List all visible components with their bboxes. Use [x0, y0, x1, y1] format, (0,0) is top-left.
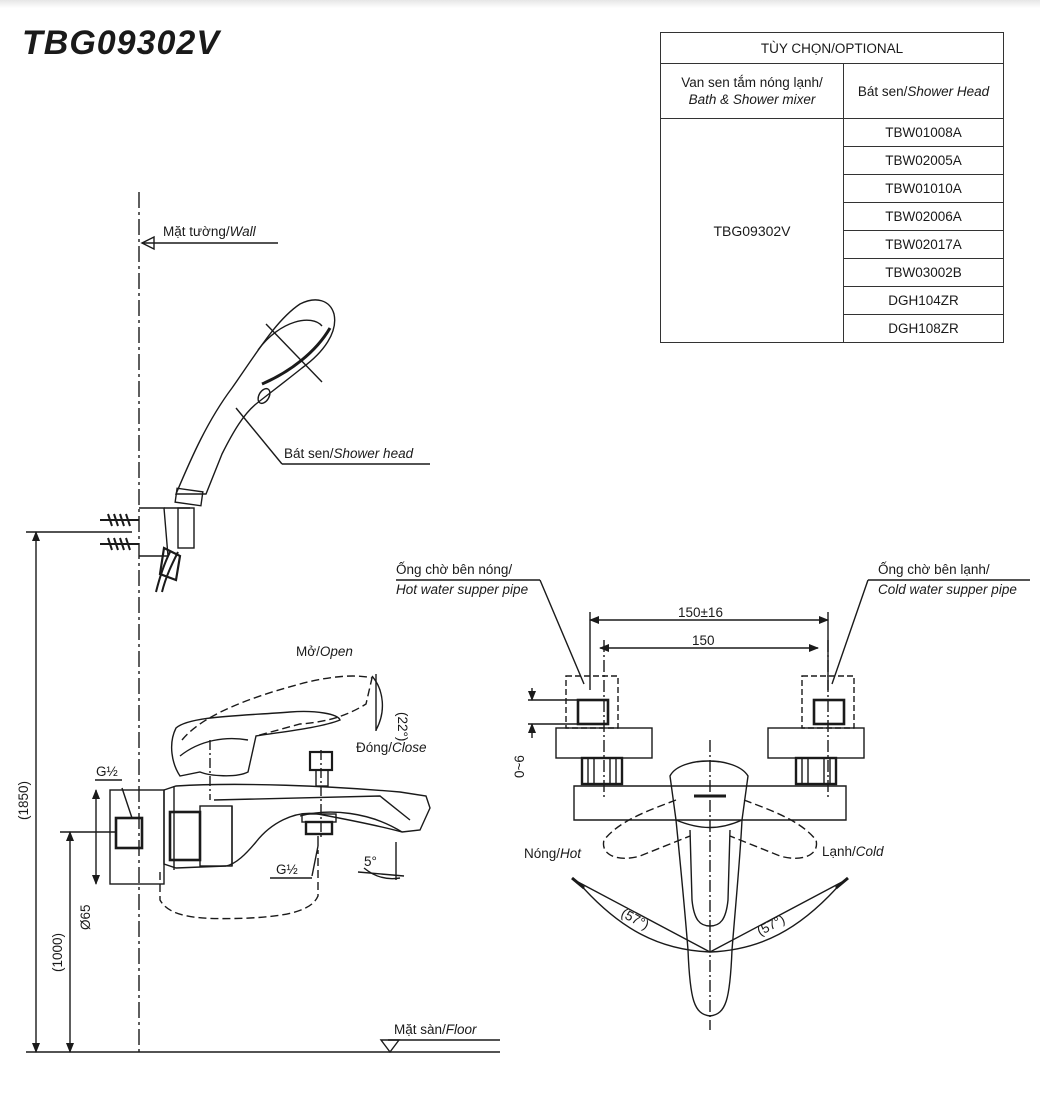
hot-pipe-label-vi: Ống chờ bên nóng/: [396, 562, 512, 577]
mixer-body-side: [163, 783, 431, 869]
column-mixer-en: Bath & Shower mixer: [688, 92, 816, 107]
shower-head-item: TBW03002B: [843, 258, 1004, 287]
column-shower-en: Shower Head: [907, 83, 990, 99]
column-shower-vi: Bát sen/: [857, 83, 908, 99]
hot-supply-pipe: [576, 698, 610, 726]
product-title: TBG09302V: [22, 24, 220, 62]
options-table: TÙY CHỌN/OPTIONAL Van sen tắm nóng lạnh/…: [660, 32, 1004, 343]
wall-label: Mặt tường/Wall: [163, 224, 257, 239]
handle-closed: [170, 710, 341, 777]
hot-pipe-label-en: Hot water supper pipe: [396, 582, 528, 597]
open-label: Mở/Open: [296, 644, 353, 659]
lever-front: [669, 760, 749, 829]
diameter-65-label: Ø65: [78, 904, 93, 930]
shower-head-item: TBW01008A: [843, 118, 1004, 147]
angle-57-right-label: (57°): [754, 912, 787, 939]
shower-head-item: TBW01010A: [843, 174, 1004, 203]
hot-label: Nóng/Hot: [524, 846, 582, 861]
options-header: TÙY CHỌN/OPTIONAL: [660, 32, 1004, 64]
dim-0-6-label: 0~6: [512, 755, 527, 778]
shower-head-item: DGH108ZR: [843, 314, 1004, 343]
height-1000-label: (1000): [50, 933, 65, 972]
height-1850-label: (1850): [16, 781, 31, 820]
top-shadow-band: [0, 0, 1040, 8]
angle-22-label: (22°): [395, 712, 410, 741]
mixer-body-front: [573, 785, 847, 821]
inlet-nut: [114, 816, 144, 850]
shower-head-item: TBW02005A: [843, 146, 1004, 175]
mixer-model-cell: TBG09302V: [660, 118, 844, 343]
shower-head-item: TBW02017A: [843, 230, 1004, 259]
g-half-outlet-label: G½: [276, 862, 298, 877]
shower-head: [174, 299, 336, 495]
handle-open: [181, 675, 373, 741]
dim-150-16-label: 150±16: [678, 605, 723, 620]
shower-head-label: Bát sen/Shower head: [284, 446, 414, 461]
floor-label: Mặt sàn/Floor: [394, 1022, 477, 1037]
close-label: Đóng/Close: [356, 740, 427, 755]
cold-pipe-label-en: Cold water supper pipe: [878, 582, 1017, 597]
g-half-inlet-label: G½: [96, 764, 118, 779]
angle-5-label: 5°: [364, 854, 377, 869]
cold-supply-pipe: [812, 698, 846, 726]
wall-bracket: [139, 507, 169, 557]
column-shower-header: Bát sen/Shower Head: [843, 63, 1004, 119]
cold-label: Lạnh/Cold: [822, 844, 884, 859]
anchor-screws: [100, 513, 139, 551]
dim-150-label: 150: [692, 633, 715, 648]
cold-flange: [767, 727, 865, 759]
angle-57-left-label: (57°): [619, 905, 652, 932]
shower-head-item: DGH104ZR: [843, 286, 1004, 315]
cold-pipe-label-vi: Ống chờ bên lạnh/: [878, 562, 990, 577]
wall-flange: [109, 789, 165, 885]
column-mixer-vi: Van sen tắm nóng lạnh/: [681, 75, 823, 90]
